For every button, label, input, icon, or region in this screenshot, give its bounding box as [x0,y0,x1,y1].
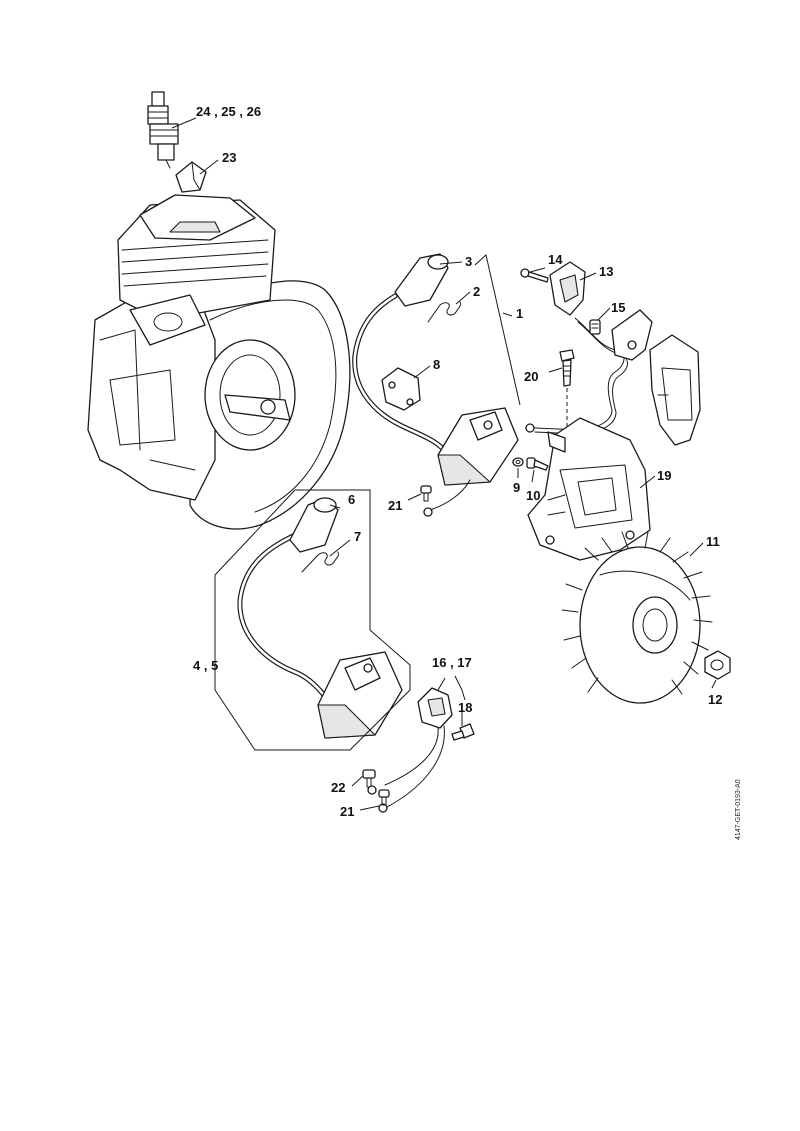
flywheel [561,531,713,704]
callout-13: 13 [599,264,613,279]
callout-3: 3 [465,254,472,269]
callout-21-upper: 21 [388,498,402,513]
screw-18 [451,723,475,741]
document-id: 4147-GET-0193-A0 [735,779,742,840]
callout-10: 10 [526,488,540,503]
callout-12: 12 [708,692,722,707]
screw-22 [362,769,376,788]
group-outline-4-5 [214,489,411,751]
callout-21-lower: 21 [340,804,354,819]
ignition-module-2 [237,497,403,739]
callout-19: 19 [657,468,671,483]
callout-16-17: 16 , 17 [432,655,472,670]
callout-18: 18 [458,700,472,715]
handle-housing [527,417,651,561]
ring-terminal-21 [367,785,390,813]
ignition-module-1 [352,253,519,517]
callout-2: 2 [473,284,480,299]
callout-8: 8 [433,357,440,372]
spring-15 [589,319,601,335]
engine-crankcase-cylinder [87,194,351,530]
screw-14 [520,268,549,283]
switch-13 [549,261,586,316]
callout-labels: 1 2 3 4 , 5 6 7 8 9 10 11 12 13 14 15 16… [193,104,722,819]
callout-4-5: 4 , 5 [193,658,218,673]
screw-20 [559,349,575,387]
callout-24-25-26: 24 , 25 , 26 [196,104,261,119]
spark-plug [147,91,179,169]
screw-10 [526,457,549,471]
contact-bracket [611,309,653,361]
screw-21-upper [420,485,432,502]
short-circuit-wire [525,317,628,435]
callout-14: 14 [548,252,563,267]
group-outline-1 [474,254,521,406]
callout-20: 20 [524,369,538,384]
callout-1: 1 [516,306,523,321]
spark-plug-boot [175,161,207,193]
callout-23: 23 [222,150,236,165]
callout-22: 22 [331,780,345,795]
handle-cover [649,334,701,446]
switch-16-17 [384,687,453,809]
hex-nut [704,650,731,680]
callout-7: 7 [354,529,361,544]
bracket [381,367,421,411]
callout-11: 11 [706,534,720,549]
callout-15: 15 [611,300,625,315]
leader-lines [171,117,717,811]
washer [512,457,524,467]
callout-6: 6 [348,492,355,507]
callout-9: 9 [513,480,520,495]
